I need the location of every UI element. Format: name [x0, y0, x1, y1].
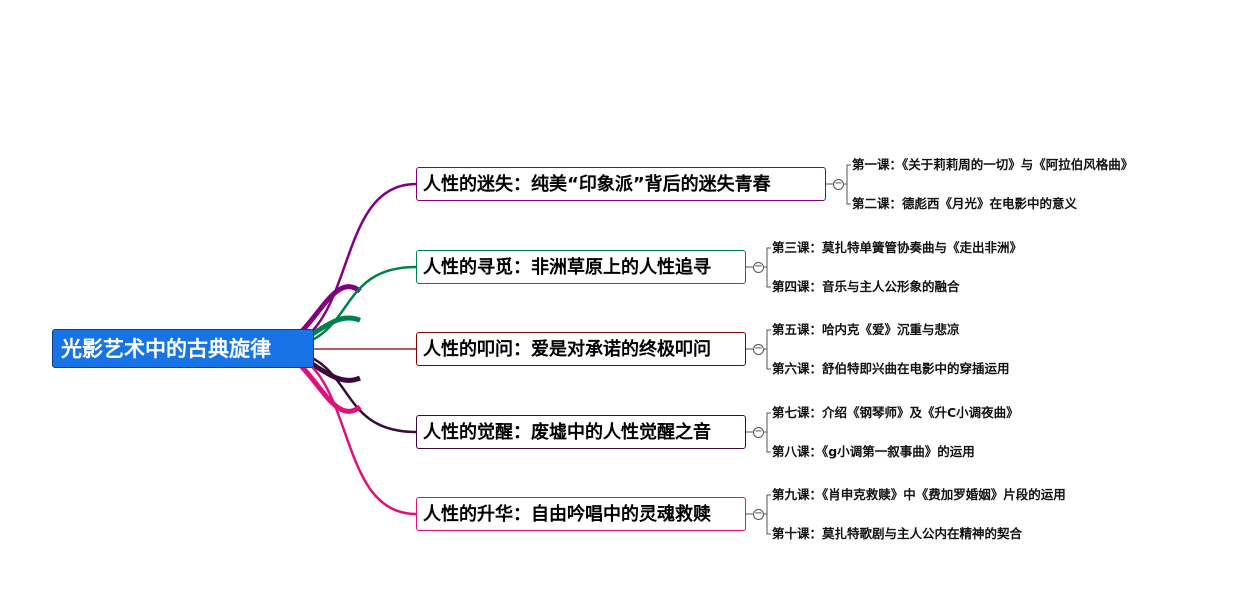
branch-topic[interactable]: 人性的觉醒：废墟中的人性觉醒之音: [416, 415, 746, 449]
root-topic[interactable]: 光影艺术中的古典旋律: [52, 329, 314, 368]
branch-topic[interactable]: 人性的升华：自由吟唱中的灵魂救赎: [416, 497, 746, 531]
collapse-toggle-icon[interactable]: −: [753, 508, 764, 520]
branch-topic[interactable]: 人性的寻觅：非洲草原上的人性追寻: [416, 250, 746, 284]
collapse-toggle-icon[interactable]: −: [833, 178, 844, 190]
subtopic-lesson[interactable]: 第八课：《g小调第一叙事曲》的运用: [772, 444, 975, 459]
branch-topic[interactable]: 人性的叩问：爱是对承诺的终极叩问: [416, 332, 746, 366]
branch-topic[interactable]: 人性的迷失：纯美“印象派”背后的迷失青春: [416, 167, 826, 201]
subtopic-lesson[interactable]: 第九课：《肖申克救赎》中《费加罗婚姻》片段的运用: [772, 487, 1066, 502]
leaf-connector: [746, 329, 771, 370]
collapse-toggle-icon[interactable]: −: [753, 343, 764, 355]
subtopic-lesson[interactable]: 第六课：舒伯特即兴曲在电影中的穿插运用: [772, 361, 1010, 376]
subtopic-lesson[interactable]: 第十课：莫扎特歌剧与主人公内在精神的契合: [772, 526, 1023, 541]
subtopic-lesson[interactable]: 第三课：莫扎特单簧管协奏曲与《走出非洲》: [772, 240, 1023, 255]
subtopic-lesson[interactable]: 第二课：德彪西《月光》在电影中的意义: [852, 196, 1078, 211]
leaf-connector: [746, 247, 771, 288]
collapse-toggle-icon[interactable]: −: [753, 261, 764, 273]
collapse-toggle-icon[interactable]: −: [753, 426, 764, 438]
subtopic-lesson[interactable]: 第七课：介绍《钢琴师》及《升C小调夜曲》: [772, 405, 1019, 420]
branch-connector: [269, 347, 417, 516]
branch-connector: [269, 182, 417, 351]
subtopic-lesson[interactable]: 第五课：哈内克《爱》沉重与悲凉: [772, 322, 960, 337]
leaf-connector: [746, 412, 771, 453]
subtopic-lesson[interactable]: 第四课：音乐与主人公形象的融合: [772, 279, 960, 294]
leaf-connector: [746, 494, 771, 535]
leaf-connector: [826, 164, 851, 205]
subtopic-lesson[interactable]: 第一课：《关于莉莉周的一切》与《阿拉伯风格曲》: [852, 157, 1134, 172]
